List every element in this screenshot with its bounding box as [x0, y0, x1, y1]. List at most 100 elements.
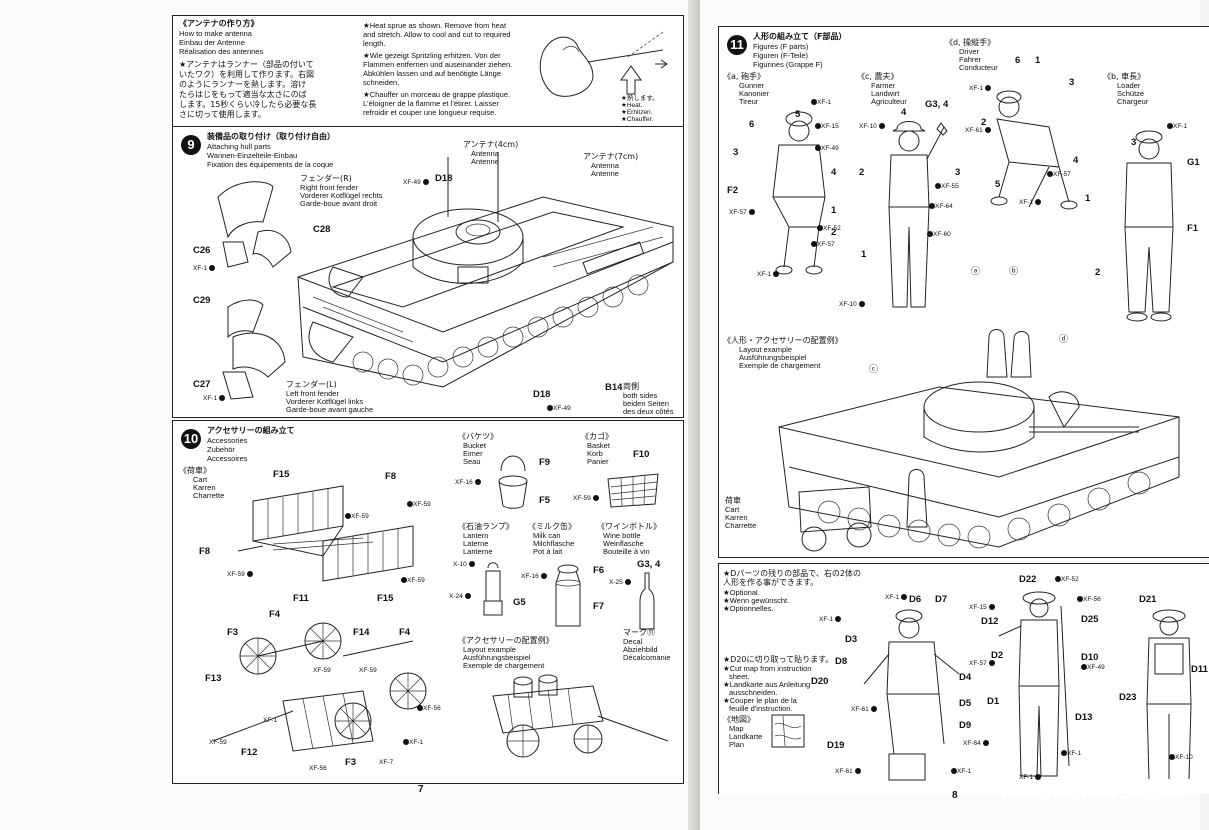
d20-note-de1: ★Landkarte aus Anleitung — [723, 680, 811, 689]
step-11-number: 11 — [727, 35, 747, 55]
antenna-title-fr: Réalisation des antennes — [179, 47, 264, 56]
paint-dot-icon — [815, 123, 821, 130]
decal-label-en: Decal — [623, 637, 643, 646]
farmer-label-de: Landwirt — [871, 89, 900, 98]
part-label: 3 — [955, 167, 961, 178]
part-label: F5 — [539, 495, 551, 506]
d20-note-de2: ausschneiden. — [729, 688, 778, 697]
lantern-label-en: Lantern — [463, 531, 489, 540]
paint-code: XF-57 — [1045, 171, 1071, 178]
accessory-layout-illustration — [492, 674, 669, 758]
step-9-number: 9 — [181, 135, 201, 155]
paint-dot-icon — [624, 579, 631, 586]
gunner-figure-illustration — [772, 111, 826, 275]
figure-layout-en: Layout example — [739, 345, 792, 354]
soldier-back-figure-illustration — [1146, 609, 1192, 780]
figure-layout-de: Ausführungsbeispiel — [739, 353, 807, 362]
paint-dot-icon — [988, 660, 995, 667]
paint-dot-icon — [748, 209, 755, 216]
paint-dot-icon — [951, 768, 957, 775]
part-label: B14 — [605, 382, 623, 393]
basket-label-en: Basket — [587, 441, 610, 450]
part-label: 5 — [795, 109, 801, 120]
paint-code: XF-10 — [839, 301, 865, 308]
paint-dot-icon — [1035, 199, 1042, 206]
gunner-label-fr: Tireur — [739, 97, 759, 106]
part-label: D7 — [935, 594, 948, 605]
paint-code: XF-57 — [729, 209, 755, 216]
antenna-7cm-de: Antenne — [591, 169, 619, 178]
map-decal-illustration — [771, 714, 805, 748]
step-11-title-de: Figuren (F-Teile) — [753, 51, 809, 60]
step-11-panel: 11 人形の組み立て（F部品） Figures (F parts) Figure… — [718, 26, 1209, 558]
part-label: F9 — [539, 457, 551, 468]
figure-layout-fr: Exemple de chargement — [739, 361, 821, 370]
lantern-label-fr: Lanterne — [463, 547, 493, 556]
map-label-de: Landkarte — [729, 732, 763, 741]
part-label: 3 — [1131, 137, 1137, 148]
driver-label-de: Fahrer — [959, 55, 982, 64]
map-label-fr: Plan — [729, 740, 745, 749]
watermark: MOXINGFANS.COM — [1002, 784, 1184, 803]
lf-fender-jp: フェンダー(L) — [286, 380, 337, 389]
milk-label-de: Milchflasche — [533, 539, 575, 548]
part-label: 2 — [859, 167, 865, 178]
paint-code: XF-1 — [203, 395, 226, 402]
antenna-jp-line1: ★アンテナはランナー（部品の付いて — [179, 60, 314, 69]
antenna-7cm-jp: アンテナ(7cm) — [583, 152, 639, 161]
cart-label-jp: 《荷車》 — [179, 466, 211, 475]
milk-label-jp: 《ミルク缶》 — [528, 522, 576, 531]
tank-hull-illustration — [297, 152, 674, 388]
d-parts-panel: ★Dパーツの残りの部品で、右の2体の 人形を作る事ができます。 ★Optiona… — [718, 563, 1209, 794]
driver-label-en: Driver — [959, 47, 979, 56]
paint-dot-icon — [870, 706, 877, 713]
paint-code: XF-64 — [927, 203, 953, 210]
paint-code: XF-61 — [851, 706, 877, 713]
decal-label-fr: Décalcomanie — [623, 653, 671, 662]
gunner-label-de: Kanonier — [739, 89, 770, 98]
figure-layout-jp: 《人形・アクセサリーの配置例》 — [723, 336, 843, 345]
step-9-title-fr: Fixation des équipements de la coque — [207, 160, 334, 169]
paint-dot-icon — [1077, 596, 1083, 603]
heat-label-jp: ★熱します。 — [621, 94, 659, 102]
decal-label-jp: マーク⑪ — [623, 628, 655, 637]
hand-stretching-sprue-illustration — [539, 31, 668, 97]
d20-note-fr1: ★Couper le plan de la — [723, 696, 797, 705]
acc-layout-jp: 《アクセサリーの配置例》 — [458, 636, 554, 645]
lantern-illustration — [483, 562, 503, 616]
officer-kneeling-figure-illustration — [863, 609, 960, 781]
part-label: D8 — [835, 656, 848, 667]
paint-dot-icon — [988, 604, 995, 611]
acc-layout-de: Ausführungsbeispiel — [463, 653, 531, 662]
part-label: 3 — [733, 147, 739, 158]
paint-code: XF-49 — [1079, 664, 1105, 671]
antenna-fr-line1: ★Chauffer un morceau de grappe plastique… — [363, 90, 511, 99]
part-label: F3 — [345, 757, 357, 768]
tank-with-figures-layout-illustration — [778, 329, 1180, 552]
basket-label-jp: 《カゴ》 — [581, 432, 613, 441]
antenna-jp-line2: いたワク）を利用して作ります。右図 — [179, 70, 314, 79]
step-10-panel: 10 アクセサリーの組み立て Accessories Zubehör Acces… — [172, 420, 684, 784]
layout-cart-jp: 荷車 — [725, 496, 741, 505]
part-label: F8 — [199, 546, 211, 557]
page-number-right: 8 — [952, 790, 958, 801]
both-sides-jp: 両側 — [623, 382, 639, 391]
heat-label-en: ★Heat. — [621, 102, 643, 109]
cart-body-illustration — [237, 485, 414, 582]
paint-code: XF-49 — [545, 405, 571, 412]
lf-fender-de: Vorderer Kotflügel links — [286, 397, 364, 406]
layout-cart-de: Karren — [725, 513, 748, 522]
step-9-title-de: Wannen-Einzelteile-Einbau — [207, 151, 298, 160]
paint-dot-icon — [984, 127, 991, 134]
paint-code: XF-1 — [401, 739, 423, 746]
paint-dot-icon — [209, 265, 216, 272]
basket-illustration — [607, 473, 659, 508]
paint-dot-icon — [982, 740, 989, 747]
part-label: D4 — [959, 672, 972, 683]
antenna-de-line2: Flammen entfernen und auseinander ziehen… — [363, 60, 513, 69]
page-left: 《アンテナの作り方》 How to make antenna Einbau de… — [172, 15, 684, 795]
wine-label-fr: Bouteille à vin — [603, 547, 650, 556]
paint-code: XF-1 — [885, 594, 908, 601]
paint-dot-icon — [540, 573, 547, 580]
part-label: D13 — [1075, 712, 1093, 723]
